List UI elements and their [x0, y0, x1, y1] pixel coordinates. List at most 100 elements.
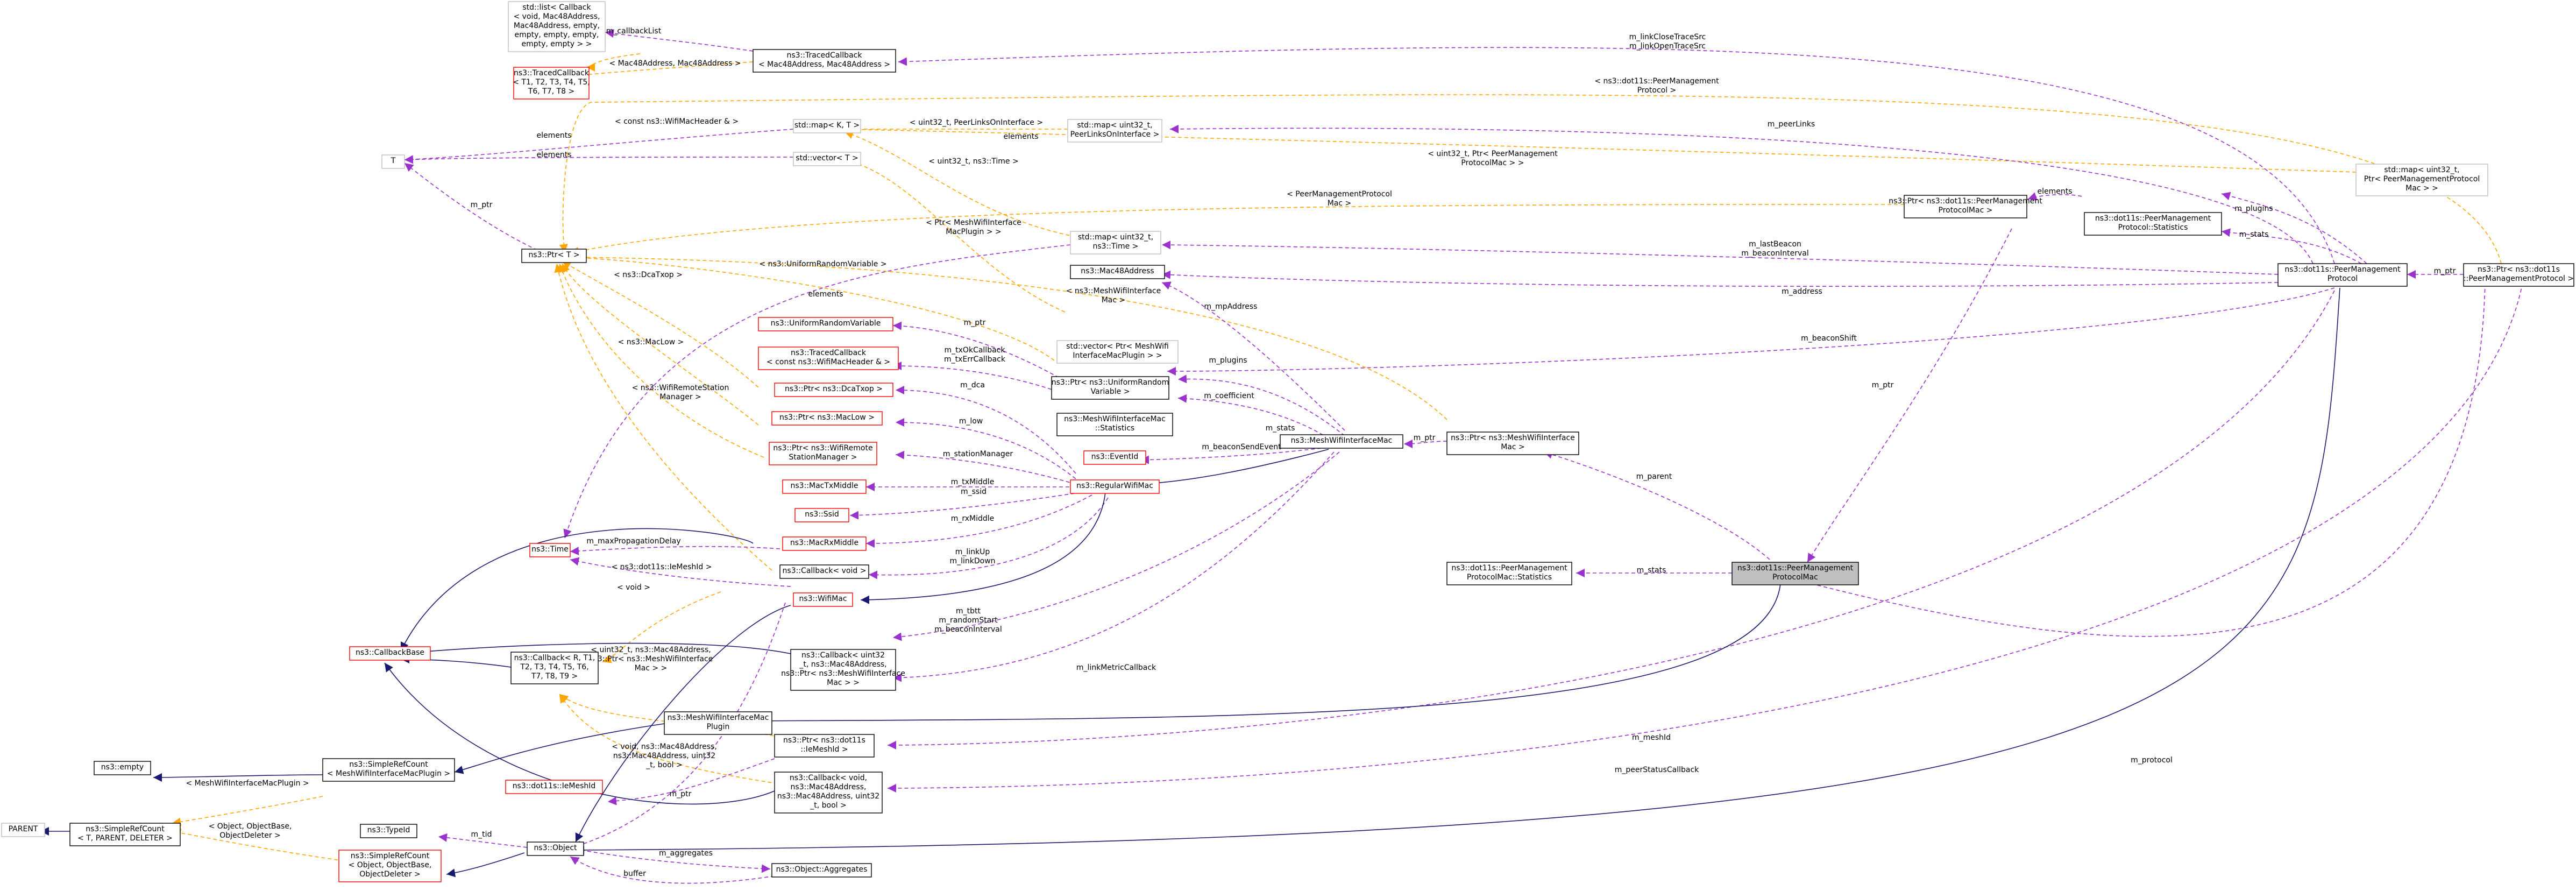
class-node-srcObject[interactable]: ns3::SimpleRefCount< Object, ObjectBase,…: [338, 850, 442, 882]
class-node-label: ns3::Ptr< ns3::dot11s: [2478, 265, 2560, 274]
class-node-tracedcbMac[interactable]: ns3::TracedCallback< Mac48Address, Mac48…: [753, 49, 896, 73]
edge-usage: [1161, 281, 1345, 431]
class-node-regularWifiMac[interactable]: ns3::RegularWifiMac: [1070, 479, 1160, 494]
class-node-wifiMac[interactable]: ns3::WifiMac: [793, 592, 853, 607]
class-node-label: ::IeMeshId >: [800, 745, 848, 754]
class-node-object[interactable]: ns3::Object: [527, 841, 584, 856]
class-node-stdmapKT[interactable]: std::map< K, T >: [793, 119, 861, 133]
edge-inherit: [575, 605, 791, 843]
class-node-mwimPlugin[interactable]: ns3::MeshWifiInterfaceMacPlugin: [664, 711, 772, 735]
class-node-label: std::vector< T >: [796, 154, 858, 162]
edge-usage: [887, 282, 2523, 793]
class-node-tracedcbNT[interactable]: ns3::TracedCallback< T1, T2, T3, T4, T5,…: [513, 67, 590, 100]
edge-inherit: [739, 583, 1781, 725]
class-node-ptrIeMeshId[interactable]: ns3::Ptr< ns3::dot11s::IeMeshId >: [774, 734, 875, 758]
class-node-label: Mac > >: [2405, 184, 2438, 193]
class-node-callbackUint32[interactable]: ns3::Callback< uint32_t, ns3::Mac48Addre…: [781, 649, 905, 691]
edges: [40, 29, 2523, 884]
class-node-callbackVoid[interactable]: ns3::Callback< void >: [779, 564, 869, 579]
class-node-mac48[interactable]: ns3::Mac48Address: [1070, 265, 1165, 279]
class-node-pmpMacStats[interactable]: ns3::dot11s::PeerManagementProtocolMac::…: [1446, 562, 1572, 585]
edge-label: ns3::Mac48Address, uint32: [613, 752, 715, 760]
class-node-label: ns3::dot11s::PeerManagement: [2284, 265, 2401, 274]
class-node-ssid[interactable]: ns3::Ssid: [794, 508, 849, 522]
class-node-callbackRT[interactable]: ns3::Callback< R, T1,T2, T3, T4, T5, T6,…: [510, 652, 599, 684]
class-node-callbackBase[interactable]: ns3::CallbackBase: [349, 646, 431, 661]
edge-usage: [570, 557, 791, 587]
class-node-ptrPmpMac[interactable]: ns3::Ptr< ns3::dot11s::PeerManagementPro…: [1889, 195, 2042, 218]
class-node-macTxMiddle[interactable]: ns3::MacTxMiddle: [782, 479, 867, 494]
class-node-ptrUrv[interactable]: ns3::Ptr< ns3::UniformRandomVariable >: [1051, 376, 1169, 400]
class-node-ieMeshId[interactable]: ns3::dot11s::IeMeshId: [505, 780, 603, 794]
edge-label: ObjectDeleter >: [219, 831, 281, 840]
class-node-label: ns3::MacRxMiddle: [790, 539, 858, 547]
class-node-pmpStats[interactable]: ns3::dot11s::PeerManagementProtocol::Sta…: [2084, 212, 2222, 236]
class-node-label: std::vector< Ptr< MeshWifi: [1066, 342, 1169, 351]
class-node-stdmapPeerMac[interactable]: std::map< uint32_t,Ptr< PeerManagementPr…: [2355, 164, 2488, 196]
class-node-mwim[interactable]: ns3::MeshWifiInterfaceMac: [1280, 434, 1403, 449]
edge-label: m_ptr: [670, 790, 692, 798]
class-node-stdmapPeerLinks[interactable]: std::map< uint32_t,PeerLinksOnInterface …: [1067, 119, 1162, 143]
edge-label: elements: [536, 131, 571, 140]
class-node-box: [782, 479, 867, 494]
class-node-stdvectorPlugins[interactable]: std::vector< Ptr< MeshWifiInterfaceMacPl…: [1056, 340, 1179, 364]
class-node-stdmapTime[interactable]: std::map< uint32_t,ns3::Time >: [1070, 231, 1161, 254]
edge-label: < Mac48Address, Mac48Address >: [609, 59, 741, 68]
edge-template: [562, 260, 759, 388]
class-node-box: [381, 154, 405, 169]
class-node-stdlist[interactable]: std::list< Callback< void, Mac48Address,…: [508, 1, 606, 52]
class-node-T[interactable]: T: [381, 154, 405, 169]
class-node-srcPlugin[interactable]: ns3::SimpleRefCount< MeshWifiInterfaceMa…: [322, 758, 455, 782]
class-node-label: ns3::Callback< void,: [790, 774, 867, 782]
class-node-time[interactable]: ns3::Time: [529, 543, 571, 557]
class-node-label: ns3::Callback< void >: [783, 567, 867, 575]
class-node-box: [2355, 164, 2488, 196]
class-node-ptrPmp[interactable]: ns3::Ptr< ns3::dot11s::PeerManagementPro…: [2463, 263, 2574, 287]
class-node-label: ns3::dot11s::PeerManagement: [1737, 564, 1854, 572]
class-node-eventId[interactable]: ns3::EventId: [1083, 450, 1146, 465]
class-node-ptrT[interactable]: ns3::Ptr< T >: [521, 249, 587, 263]
class-node-macRxMiddle[interactable]: ns3::MacRxMiddle: [782, 536, 867, 551]
class-node-srcGeneric[interactable]: ns3::SimpleRefCount< T, PARENT, DELETER …: [69, 823, 181, 846]
class-node-pmp[interactable]: ns3::dot11s::PeerManagementProtocol: [2277, 263, 2408, 287]
class-node-label: ns3::empty: [101, 763, 144, 772]
class-node-label: ns3::Mac48Address,: [791, 783, 867, 791]
class-node-ptrDcaTxop[interactable]: ns3::Ptr< ns3::DcaTxop >: [774, 383, 893, 397]
class-node-tracedcbWifiHdr[interactable]: ns3::TracedCallback< const ns3::WifiMacH…: [758, 346, 899, 370]
class-node-label: Variable >: [1091, 387, 1130, 396]
class-node-typeId[interactable]: ns3::TypeId: [360, 824, 417, 838]
edge-label: m_dca: [960, 381, 985, 390]
class-node-parent[interactable]: PARENT: [1, 823, 45, 837]
edge-label: m_ssid: [961, 487, 987, 496]
class-node-ptrRemoteStation[interactable]: ns3::Ptr< ns3::WifiRemoteStationManager …: [769, 442, 877, 465]
class-node-aggregates[interactable]: ns3::Object::Aggregates: [771, 863, 872, 878]
class-node-label: ns3::dot11s::PeerManagement: [2095, 214, 2211, 223]
edge-template: [562, 263, 759, 426]
class-node-callbackVoidMac[interactable]: ns3::Callback< void,ns3::Mac48Address,ns…: [774, 772, 883, 814]
edge-usage: [570, 856, 775, 884]
class-node-box: [771, 863, 872, 878]
edge-usage: [570, 546, 780, 556]
edge-label: m_beaconInterval: [934, 625, 1002, 634]
class-node-label: ns3::Ptr< ns3::UniformRandom: [1052, 378, 1169, 387]
edge-label: < MeshWifiInterfaceMacPlugin >: [186, 779, 309, 788]
edge-usage: [563, 244, 1071, 539]
edge-inherit: [400, 528, 754, 652]
class-node-urv[interactable]: ns3::UniformRandomVariable: [758, 317, 893, 331]
edge-label: m_ptr: [1414, 434, 1436, 442]
class-node-stdvectorT[interactable]: std::vector< T >: [793, 152, 861, 166]
edge-label: Mac > >: [635, 664, 668, 673]
class-node-label: ns3::TracedCallback: [787, 51, 863, 60]
class-node-ptrMacLow[interactable]: ns3::Ptr< ns3::MacLow >: [771, 411, 883, 426]
class-node-box: [790, 649, 896, 691]
class-node-box: [1070, 265, 1165, 279]
class-node-box: [793, 592, 853, 607]
edge-template: [563, 61, 754, 79]
edge-inherit: [575, 287, 2340, 854]
class-node-mwimStats[interactable]: ns3::MeshWifiInterfaceMac::Statistics: [1056, 413, 1173, 436]
class-node-label: ns3::Time: [531, 545, 569, 554]
class-node-label: ns3::Ptr< ns3::dot11s::PeerManagement: [1889, 197, 2042, 206]
class-node-ptrMwim[interactable]: ns3::Ptr< ns3::MeshWifiInterfaceMac >: [1446, 432, 1579, 455]
class-node-empty[interactable]: ns3::empty: [94, 761, 151, 775]
